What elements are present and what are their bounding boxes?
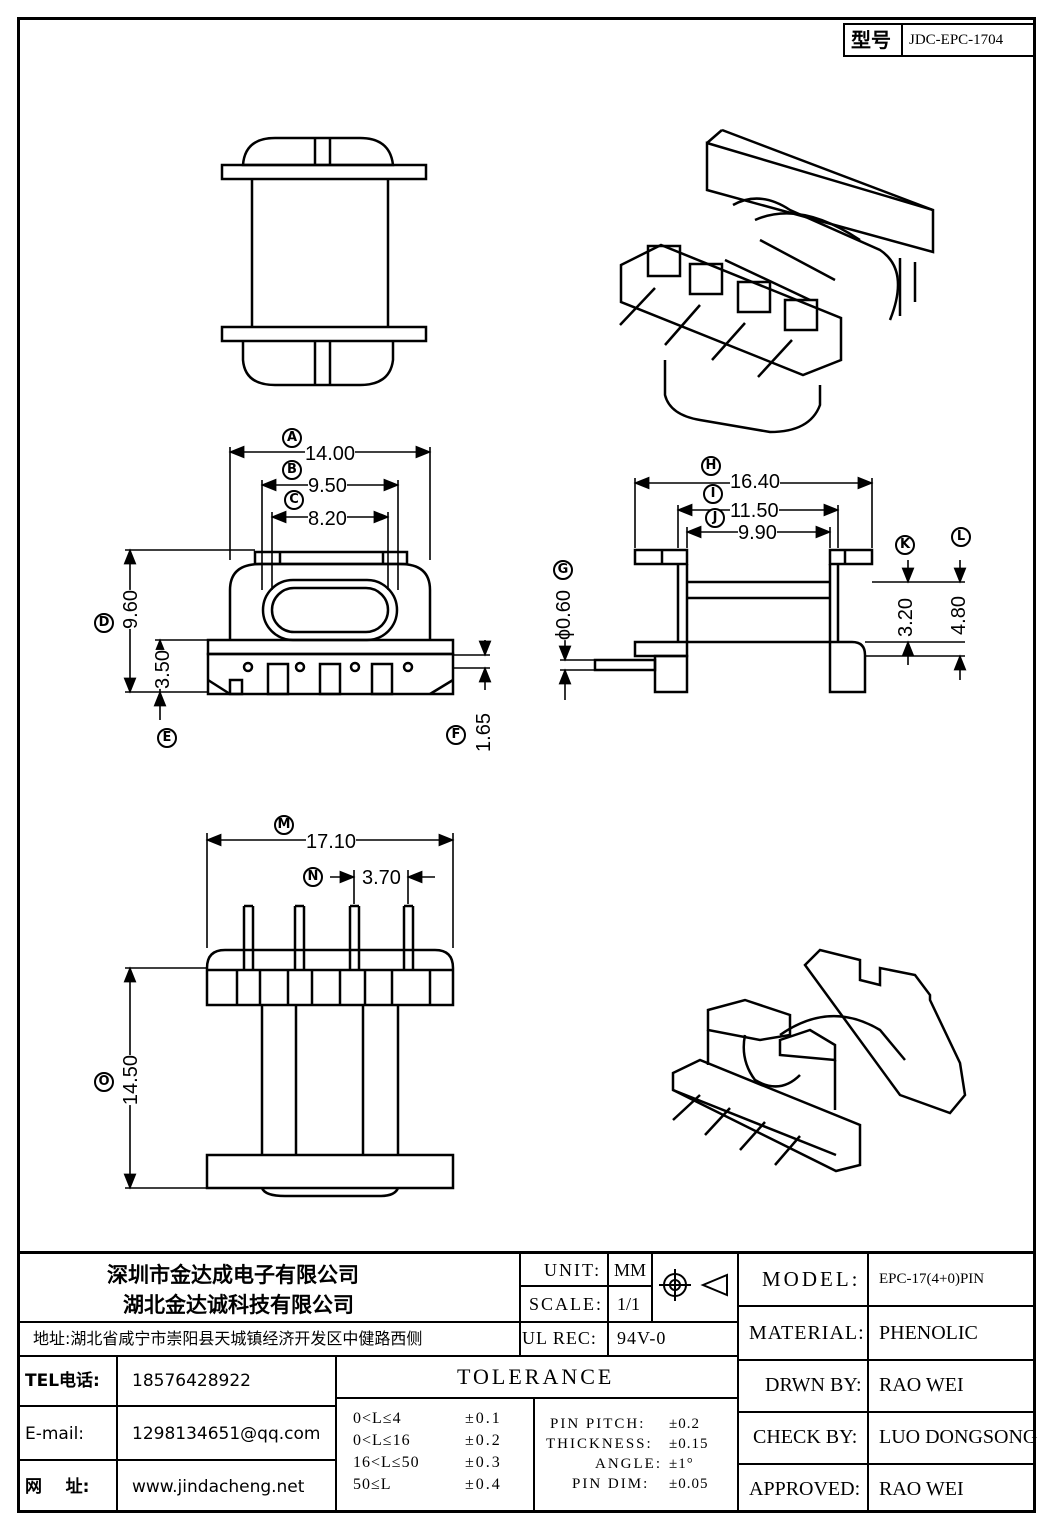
scale-value: 1/1 bbox=[617, 1294, 641, 1314]
dim-value-f: 1.65 bbox=[473, 713, 496, 752]
side-view bbox=[593, 548, 874, 694]
projection-symbol-icon bbox=[659, 1269, 728, 1301]
ul-rec-label: UL REC: bbox=[522, 1328, 597, 1348]
dim-value-i: 11.50 bbox=[730, 500, 779, 523]
isometric-view-pins-right bbox=[671, 948, 967, 1173]
bottom-view-dimensions bbox=[123, 833, 455, 1190]
pin-tolerance-label: PIN PITCH: bbox=[550, 1416, 646, 1432]
dim-marker-i: I bbox=[703, 484, 723, 504]
dim-value-e: 3.50 bbox=[152, 650, 175, 689]
dim-marker-g: G bbox=[553, 560, 573, 580]
unit-label: UNIT: bbox=[544, 1260, 602, 1280]
model-label: MODEL: bbox=[762, 1267, 861, 1291]
title-block: 深圳市金达成电子有限公司 湖北金达诚科技有限公司 地址:湖北省咸宁市崇阳县天城镇… bbox=[17, 1251, 1038, 1513]
tolerance-value: ±0.1 bbox=[465, 1410, 502, 1427]
check-by-label: CHECK BY: bbox=[753, 1426, 858, 1448]
pin-tolerance-value: ±0.2 bbox=[669, 1416, 700, 1432]
scale-label: SCALE: bbox=[529, 1294, 604, 1314]
dim-marker-o: O bbox=[94, 1072, 114, 1092]
bottom-view bbox=[205, 904, 455, 1198]
dim-marker-c: C bbox=[284, 490, 304, 510]
dim-value-m: 17.10 bbox=[306, 831, 357, 854]
drawing-frame bbox=[17, 17, 1036, 1513]
tolerance-value: ±0.3 bbox=[465, 1454, 502, 1471]
tolerance-value: ±0.2 bbox=[465, 1432, 502, 1449]
tel-value: 18576428922 bbox=[132, 1371, 251, 1391]
dim-marker-a: A bbox=[282, 428, 302, 448]
dim-value-b: 9.50 bbox=[308, 475, 347, 498]
tolerance-range: 0<L≤16 bbox=[353, 1432, 411, 1449]
tel-label: TEL电话: bbox=[25, 1371, 100, 1391]
dim-value-d: 9.60 bbox=[120, 590, 143, 629]
dim-marker-j: J bbox=[705, 508, 725, 528]
dim-marker-f: F bbox=[446, 725, 466, 745]
dim-value-a: 14.00 bbox=[305, 443, 356, 466]
tolerance-range: 50≤L bbox=[353, 1476, 392, 1493]
dim-value-g: ϕ0.60 bbox=[553, 590, 576, 641]
approved-label: APPROVED: bbox=[749, 1478, 861, 1500]
unit-value: MM bbox=[614, 1260, 647, 1280]
dim-value-l: 4.80 bbox=[948, 596, 971, 635]
approved-value: RAO WEI bbox=[879, 1478, 964, 1500]
drawn-by-value: RAO WEI bbox=[879, 1374, 964, 1396]
dim-marker-l: L bbox=[951, 527, 971, 547]
company-address: 地址:湖北省咸宁市崇阳县天城镇经济开发区中健路西侧 bbox=[33, 1329, 423, 1348]
model-box-label: 型号 bbox=[851, 28, 891, 52]
dim-value-c: 8.20 bbox=[308, 508, 347, 531]
email-value: 1298134651@qq.com bbox=[132, 1424, 321, 1444]
front-view bbox=[206, 550, 455, 696]
material-label: MATERIAL: bbox=[749, 1322, 865, 1344]
check-by-value: LUO DONGSONG bbox=[879, 1426, 1038, 1448]
top-view bbox=[220, 136, 428, 387]
tolerance-value: ±0.4 bbox=[465, 1476, 502, 1493]
website-value: www.jindacheng.net bbox=[132, 1477, 305, 1497]
isometric-view-pins-left bbox=[619, 128, 935, 434]
ul-rec-value: 94V-0 bbox=[617, 1328, 667, 1348]
dim-marker-b: B bbox=[282, 460, 302, 480]
company-name-2: 湖北金达诚科技有限公司 bbox=[123, 1293, 354, 1317]
model-value: EPC-17(4+0)PIN bbox=[879, 1271, 985, 1287]
material-value: PHENOLIC bbox=[879, 1322, 978, 1344]
pin-tolerance-value: ±0.05 bbox=[669, 1476, 709, 1492]
dim-value-n: 3.70 bbox=[362, 867, 401, 890]
company-name-1: 深圳市金达成电子有限公司 bbox=[107, 1263, 359, 1287]
dim-marker-d: D bbox=[94, 613, 114, 633]
email-label: E-mail: bbox=[25, 1424, 85, 1444]
drawn-by-label: DRWN BY: bbox=[765, 1374, 862, 1396]
tolerance-range: 0<L≤4 bbox=[353, 1410, 402, 1427]
dim-marker-m: M bbox=[274, 815, 294, 835]
website-label: 网 址: bbox=[25, 1477, 90, 1497]
tolerance-title: TOLERANCE bbox=[457, 1364, 615, 1389]
dim-marker-e: E bbox=[157, 728, 177, 748]
pin-tolerance-value: ±1° bbox=[669, 1456, 694, 1472]
tolerance-range: 16<L≤50 bbox=[353, 1454, 420, 1471]
model-box-value: JDC-EPC-1704 bbox=[909, 32, 1004, 48]
dim-value-h: 16.40 bbox=[730, 471, 781, 494]
pin-tolerance-label: PIN DIM: bbox=[572, 1476, 650, 1492]
technical-drawing bbox=[123, 128, 967, 1198]
dim-value-o: 14.50 bbox=[120, 1055, 143, 1106]
model-box: 型号 JDC-EPC-1704 bbox=[843, 23, 1035, 57]
pin-tolerance-label: THICKNESS: bbox=[546, 1436, 653, 1452]
dim-marker-h: H bbox=[701, 456, 721, 476]
pin-tolerance-label: ANGLE: bbox=[595, 1456, 662, 1472]
dim-marker-n: N bbox=[303, 867, 323, 887]
dim-marker-k: K bbox=[895, 535, 915, 555]
dim-value-j: 9.90 bbox=[738, 522, 777, 545]
dim-value-k: 3.20 bbox=[895, 598, 918, 637]
pin-tolerance-value: ±0.15 bbox=[669, 1436, 709, 1452]
